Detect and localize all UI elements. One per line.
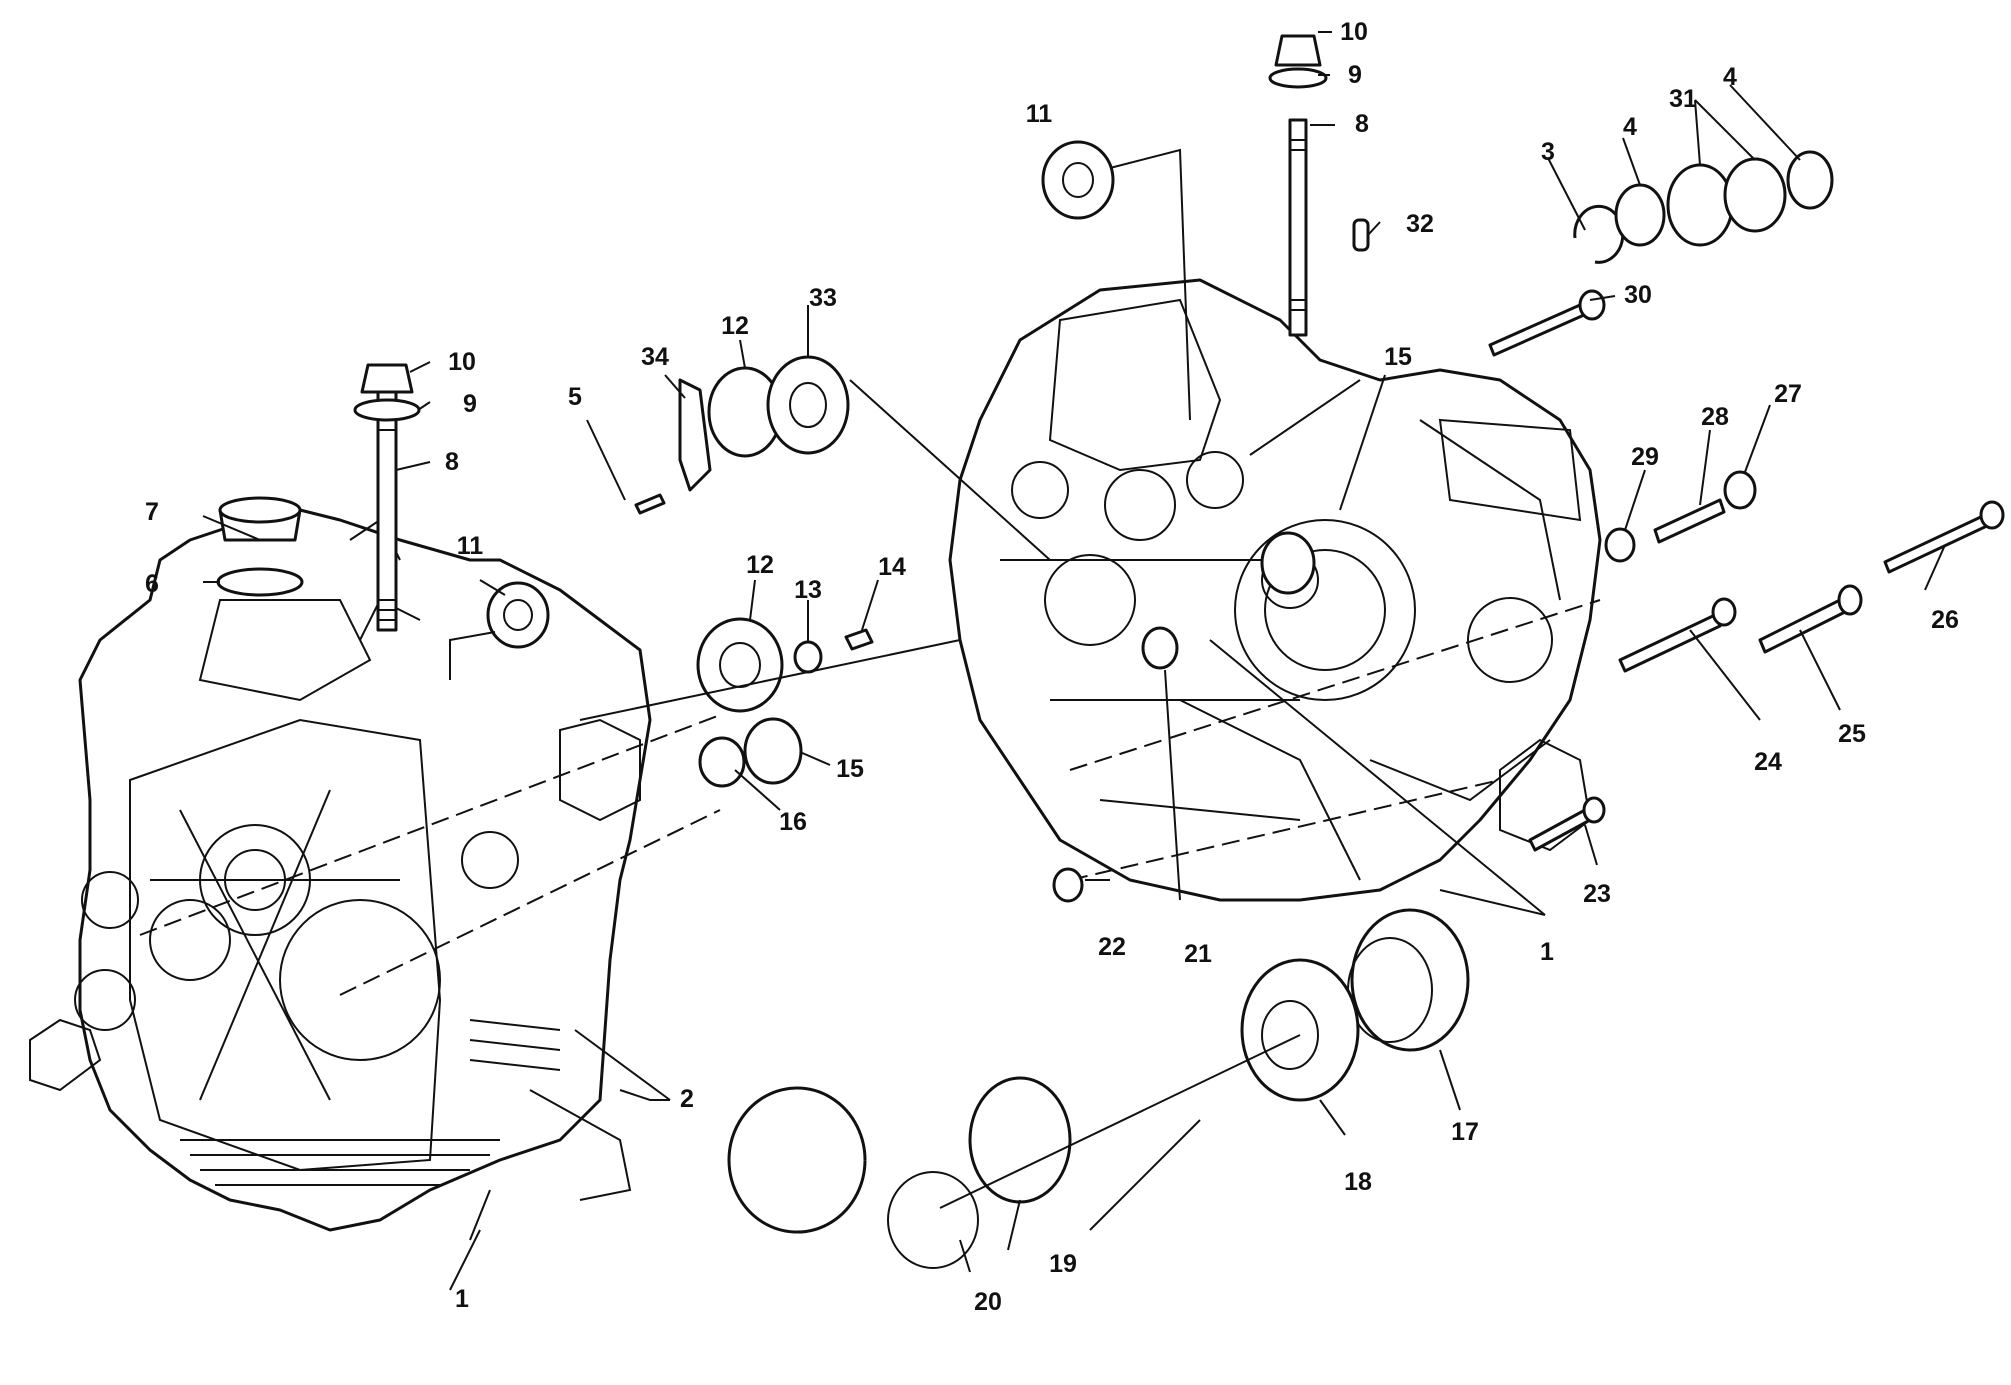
callout-rc-28: 28 [1701, 403, 1729, 431]
stud-right [1288, 118, 1308, 337]
callout-lc-16: 16 [779, 808, 807, 836]
spacer-13 [793, 640, 823, 674]
dowel-21 [1141, 626, 1179, 670]
callout-lc-20: 20 [974, 1288, 1002, 1316]
left-crankcase-half [29, 508, 721, 1232]
nut-left [360, 363, 414, 394]
callout-rc-1: 1 [1540, 938, 1554, 966]
ring-4a [1614, 183, 1666, 247]
spring-28 [1653, 498, 1726, 544]
bearing-11-left [486, 581, 550, 649]
callout-lc-10: 10 [448, 348, 476, 376]
callout-lc-5: 5 [568, 383, 582, 411]
bearing-12-left [696, 617, 784, 713]
callout-rc-30: 30 [1624, 281, 1652, 309]
callout-lc-13: 13 [794, 576, 822, 604]
shim-34 [678, 378, 712, 492]
callout-rc-9: 9 [1348, 61, 1362, 89]
plug-27 [1723, 470, 1757, 510]
callout-rc-18: 18 [1344, 1168, 1372, 1196]
ring-16 [698, 736, 746, 788]
left-hardware [216, 355, 1072, 1269]
callout-lc-12b: 12 [746, 551, 774, 579]
dowel-22 [1052, 867, 1084, 903]
bolt-24 [1618, 613, 1722, 673]
callout-rc-21: 21 [1184, 940, 1212, 968]
callout-lc-6: 6 [145, 570, 159, 598]
callout-lc-2: 2 [680, 1085, 694, 1113]
nut-right [1274, 34, 1322, 67]
callout-lc-1: 1 [455, 1285, 469, 1313]
callout-rc-25: 25 [1838, 720, 1866, 748]
callout-lc-8: 8 [445, 448, 459, 476]
callout-lc-19: 19 [1049, 1250, 1077, 1278]
leader-lines [202, 31, 1946, 1291]
callout-rc-29: 29 [1631, 443, 1659, 471]
callout-rc-8: 8 [1355, 110, 1369, 138]
callout-rc-10: 10 [1340, 18, 1368, 46]
callout-rc-31: 31 [1669, 85, 1697, 113]
callout-rc-32: 32 [1406, 210, 1434, 238]
bushing-20 [727, 1086, 867, 1234]
callout-rc-4b: 4 [1723, 63, 1737, 91]
bearing-31b [1723, 157, 1787, 233]
callout-lc-33: 33 [809, 284, 837, 312]
stud-left [376, 388, 398, 632]
bearing-15-left [743, 717, 803, 785]
callout-lc-15: 15 [836, 755, 864, 783]
callout-rc-15: 15 [1384, 343, 1412, 371]
callout-rc-3: 3 [1541, 138, 1555, 166]
plug-29 [1604, 527, 1636, 563]
callout-rc-24: 24 [1754, 748, 1782, 776]
callout-rc-17: 17 [1451, 1118, 1479, 1146]
dowel-32 [1352, 218, 1370, 252]
bearing-33 [766, 355, 850, 455]
ring-4b [1786, 150, 1834, 210]
bearing-19 [968, 1076, 1072, 1204]
callout-lc-34: 34 [641, 343, 669, 371]
callout-lc-12a: 12 [721, 312, 749, 340]
washer-left [353, 398, 421, 422]
callout-rc-23: 23 [1583, 880, 1611, 908]
bearing-11-right [1041, 140, 1115, 220]
callout-lc-14: 14 [878, 553, 906, 581]
callout-lc-11: 11 [457, 532, 484, 560]
callout-rc-22: 22 [1098, 933, 1126, 961]
screw-5 [634, 493, 666, 515]
callout-lc-9: 9 [463, 390, 477, 418]
callout-rc-26: 26 [1931, 606, 1959, 634]
bearing-18 [1240, 958, 1360, 1102]
callout-rc-4a: 4 [1623, 113, 1637, 141]
screw-14 [844, 628, 874, 651]
bolt-23 [1528, 808, 1592, 852]
bolt-25 [1758, 598, 1847, 654]
bearing-15-right [1260, 531, 1316, 595]
callout-lc-7: 7 [145, 498, 159, 526]
callout-rc-11: 11 [1026, 100, 1053, 128]
callout-rc-27: 27 [1774, 380, 1802, 408]
seal-17 [1350, 908, 1470, 1052]
callout-labels: 1 2 5 6 7 8 9 10 11 12 12 13 14 15 16 33… [145, 18, 1959, 1316]
o-ring [216, 567, 304, 597]
washer-right [1268, 67, 1328, 89]
bearing-31a [1666, 163, 1734, 247]
bolt-30 [1488, 303, 1586, 357]
